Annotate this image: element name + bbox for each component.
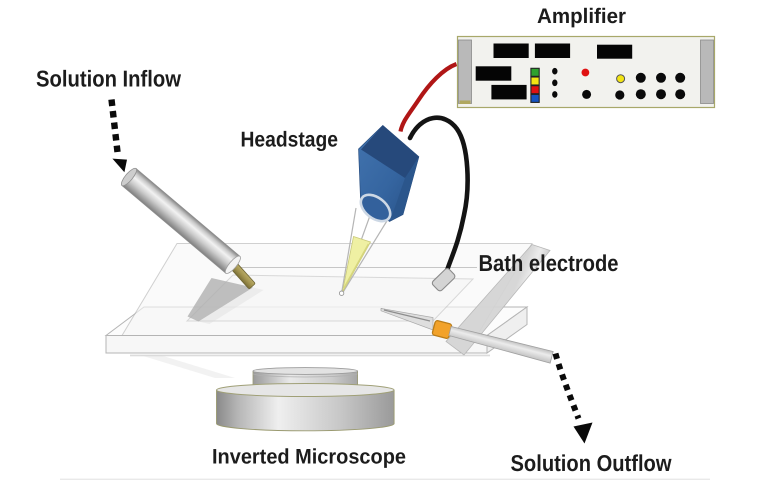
svg-text:Bath electrode: Bath electrode: [479, 250, 619, 276]
svg-text:Inverted Microscope: Inverted Microscope: [212, 446, 406, 469]
svg-text:Amplifier: Amplifier: [537, 5, 626, 28]
svg-text:Solution Outflow: Solution Outflow: [511, 450, 672, 476]
svg-text:Solution Inflow: Solution Inflow: [36, 66, 181, 92]
svg-text:Headstage: Headstage: [241, 128, 339, 152]
